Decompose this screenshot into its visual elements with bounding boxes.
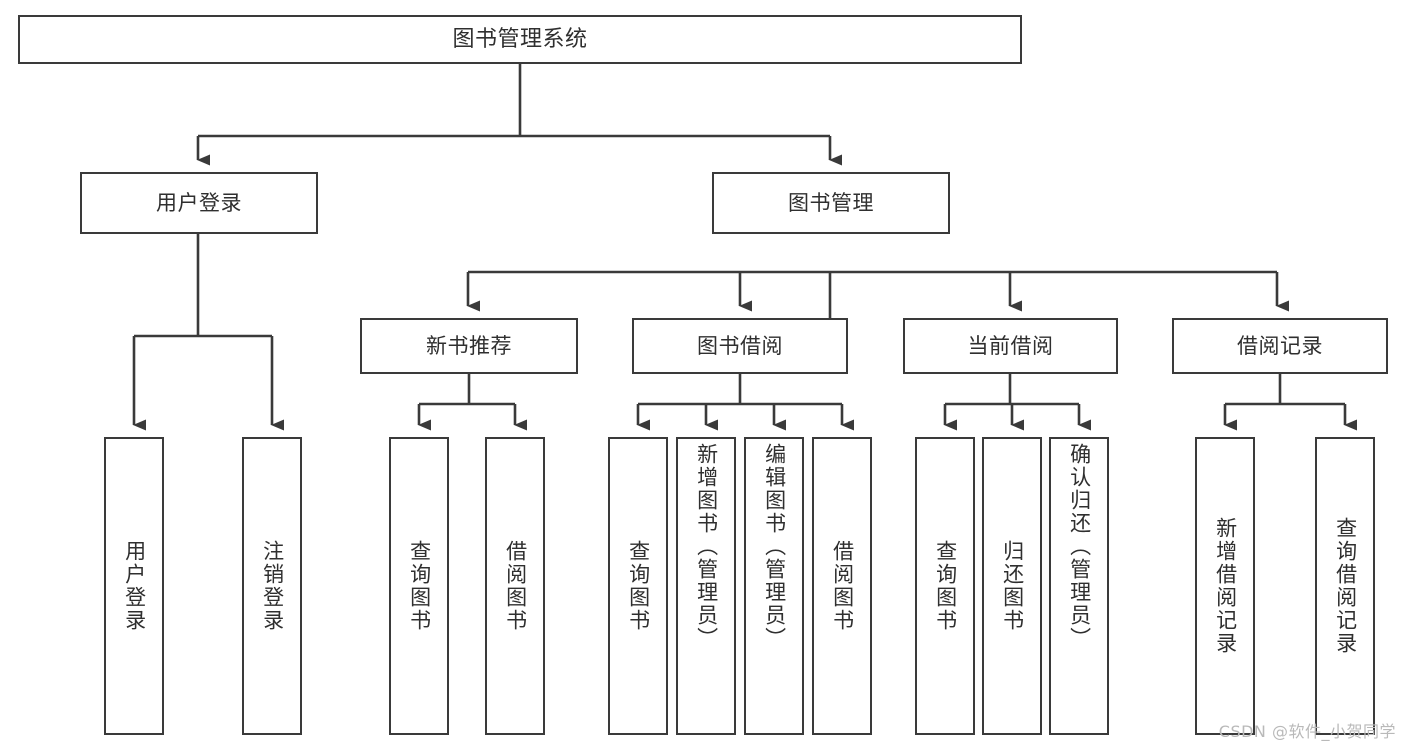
node-leaf-query-book-current[interactable]: 查询图书 [915,437,975,735]
node-leaf-return-book[interactable]: 归还图书 [982,437,1042,735]
node-leaf-query-book-recommend[interactable]: 查询图书 [389,437,449,735]
node-leaf-add-book-admin[interactable]: 新增图书（管理员） [676,437,736,735]
node-leaf-edit-book-admin[interactable]: 编辑图书（管理员） [744,437,804,735]
node-label: 归还图书 [1000,540,1025,632]
node-label: 查询图书 [933,540,958,632]
node-label: 当前借阅 [967,333,1054,358]
node-leaf-user-login[interactable]: 用户登录 [104,437,164,735]
node-leaf-borrow-book-recommend[interactable]: 借阅图书 [485,437,545,735]
node-current-borrow[interactable]: 当前借阅 [903,318,1118,374]
node-label: 新增图书（管理员） [694,443,719,650]
node-label: 新书推荐 [426,333,512,358]
node-label: 确认归还（管理员） [1067,443,1092,650]
node-label: 图书管理 [788,190,874,215]
node-label: 图书借阅 [697,333,783,358]
node-borrow-record[interactable]: 借阅记录 [1172,318,1388,374]
node-book-management[interactable]: 图书管理 [712,172,950,234]
node-label: 新增借阅记录 [1213,517,1238,655]
node-label: 查询图书 [626,540,651,632]
node-leaf-query-book-borrow[interactable]: 查询图书 [608,437,668,735]
node-leaf-logout-login[interactable]: 注销登录 [242,437,302,735]
node-label: 用户登录 [122,540,147,632]
node-label: 图书管理系统 [452,26,588,52]
node-label: 用户登录 [156,190,242,215]
node-label: 借阅图书 [503,540,528,632]
node-leaf-confirm-return-admin[interactable]: 确认归还（管理员） [1049,437,1109,735]
node-label: 查询借阅记录 [1333,517,1358,655]
watermark-csdn: CSDN @软件_小贺同学 [1218,722,1396,741]
node-label: 编辑图书（管理员） [762,443,787,650]
node-label: 借阅图书 [830,540,855,632]
node-label: 借阅记录 [1237,333,1323,358]
node-new-book-recommend[interactable]: 新书推荐 [360,318,578,374]
node-leaf-borrow-book-borrow[interactable]: 借阅图书 [812,437,872,735]
node-label: 查询图书 [407,540,432,632]
node-leaf-query-borrow-record[interactable]: 查询借阅记录 [1315,437,1375,735]
node-root-book-management-system[interactable]: 图书管理系统 [18,15,1022,64]
node-label: 注销登录 [260,540,285,632]
node-book-borrow[interactable]: 图书借阅 [632,318,848,374]
node-leaf-add-borrow-record[interactable]: 新增借阅记录 [1195,437,1255,735]
node-user-login[interactable]: 用户登录 [80,172,318,234]
